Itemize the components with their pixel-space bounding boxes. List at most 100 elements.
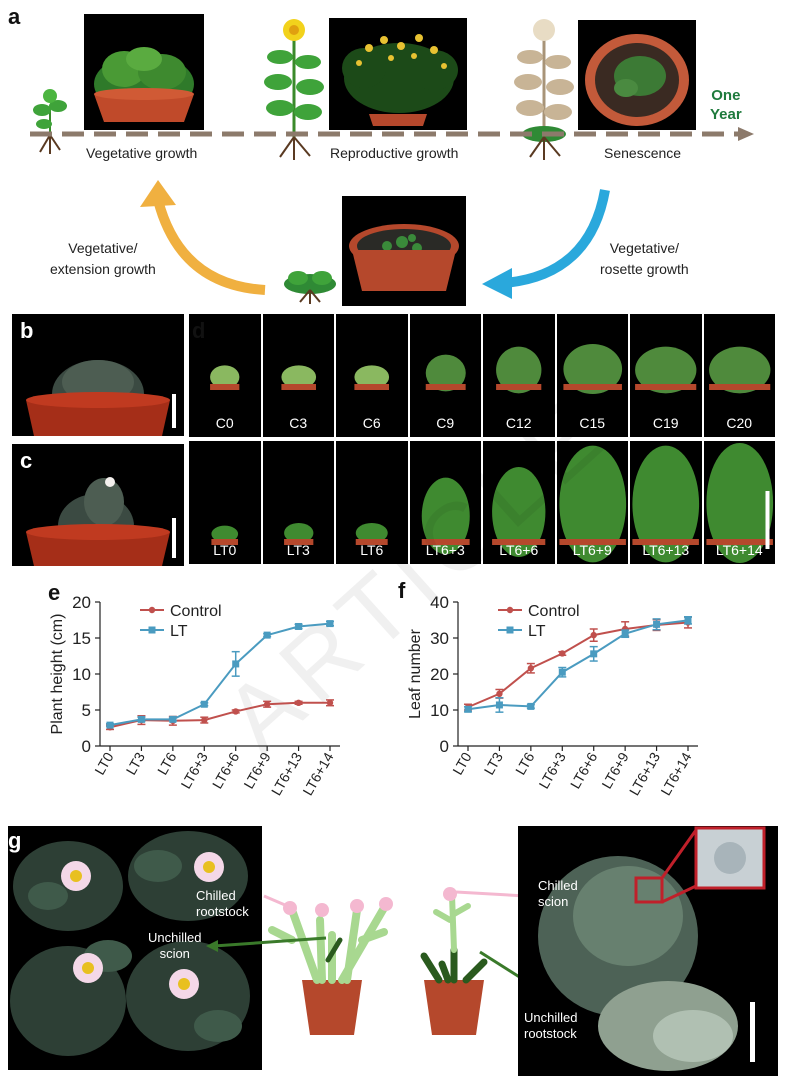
flowering-plant-illustration [264,19,324,160]
photo-rosette-pot [342,196,466,306]
tile-label: C15 [579,415,606,431]
data-point [106,721,114,729]
tile-label: LT6+9 [572,542,612,558]
x-tick-label: LT3 [481,749,507,777]
data-point [169,715,177,723]
x-tick-label: LT6+9 [598,749,631,791]
tile-label: C0 [215,415,234,431]
legend-label: LT [170,623,188,640]
y-tick-label: 30 [430,629,449,648]
tile-label: LT3 [286,542,310,558]
data-point [200,700,208,708]
panel-label-e: e [48,580,61,605]
tile-lt-3: LT6 [336,441,408,564]
photo-panel-c: c [12,444,184,566]
panel-label-f: f [398,578,406,603]
seedling-illustration [33,89,67,154]
data-point [295,622,303,630]
stage-label-vegetative: Vegetative growth [86,145,198,161]
photo-vegetative-pot [84,14,204,130]
data-point [684,616,692,624]
y-tick-label: 0 [82,737,91,756]
panel-label-a: a [8,4,21,29]
legend-marker [148,626,156,634]
tile-label: LT6+14 [715,542,763,558]
tile-label: C6 [362,415,381,431]
panel-label-d: d [192,318,206,343]
data-point [559,650,566,657]
tile-control-7: C19 [630,314,702,437]
illustration-chilled-scion-graft [420,887,488,1035]
y-axis-label: Leaf number [407,628,424,719]
tile-label: C19 [652,415,679,431]
left-arrow-label: Vegetative/ extension growth [50,240,156,277]
x-tick-label: LT0 [91,749,117,777]
blue-cycle-arrow [482,189,610,299]
tile-lt-7: LT6+13 [630,441,702,564]
orange-cycle-arrow [140,180,266,295]
y-tick-label: 40 [430,593,449,612]
tile-lt-1: LT0 [189,441,261,564]
x-tick-label: LT6+3 [536,749,569,791]
label-unchilled-rootstock-right: Unchilled rootstock [524,1010,578,1041]
tile-lt-4: LT6+3 [409,441,481,564]
timeline-end-label: One Year [710,87,742,123]
photo-g-right: Chilled scion Unchilled rootstock [518,826,778,1076]
data-point [496,690,503,697]
data-point [653,620,661,628]
x-tick-label: LT6+6 [567,749,600,791]
legend-label: LT [528,623,546,640]
y-tick-label: 0 [440,737,449,756]
x-tick-label: LT6 [154,749,180,777]
data-point [201,716,208,724]
y-tick-label: 10 [72,665,91,684]
illustration-chilled-rootstock-graft [268,897,393,1035]
series-line-lt [109,622,331,727]
x-tick-label: LT6 [512,749,538,777]
x-tick-label: LT6+14 [299,749,336,798]
legend-label: Control [528,603,580,620]
data-point [464,705,472,713]
x-tick-label: LT6+9 [240,749,273,791]
data-point [527,702,535,710]
data-point [495,701,503,709]
tile-lt-6: LT6+9 [556,441,628,564]
label-chilled-scion-right: Chilled scion [538,878,578,909]
tile-label: C12 [505,415,532,431]
y-tick-label: 10 [430,701,449,720]
data-point [232,708,239,715]
x-tick-label: LT6+6 [209,749,242,791]
tile-lt-8: LT6+14 [703,441,775,564]
tile-label: LT6+6 [499,542,539,558]
data-point [527,665,535,672]
data-point [232,660,240,668]
y-tick-label: 20 [72,593,91,612]
tile-lt-5: LT6+6 [483,441,555,564]
x-tick-label: LT3 [123,749,149,777]
legend-marker [506,626,514,634]
tile-label: LT6 [360,542,384,558]
tile-label: C20 [726,415,753,431]
legend-marker [148,606,156,614]
timeline-arrow [30,127,754,141]
y-tick-label: 15 [72,629,91,648]
tile-label: C3 [289,415,308,431]
photo-panel-b: b [12,314,184,436]
data-point [558,668,566,676]
x-tick-label: LT6+14 [657,749,694,798]
photo-reproductive-plant [329,18,467,130]
x-tick-label: LT0 [449,749,475,777]
tile-label: LT6+13 [642,542,690,558]
tile-label: C9 [436,415,455,431]
data-point [621,630,629,638]
y-axis-label: Plant height (cm) [49,614,66,735]
stage-label-senescence: Senescence [604,145,682,161]
tile-label: LT6+3 [425,542,465,558]
legend-label: Control [170,603,222,620]
data-point [326,699,334,706]
panel-label-c: c [20,448,33,473]
rosette-illustration [284,271,336,304]
data-point [137,715,145,723]
